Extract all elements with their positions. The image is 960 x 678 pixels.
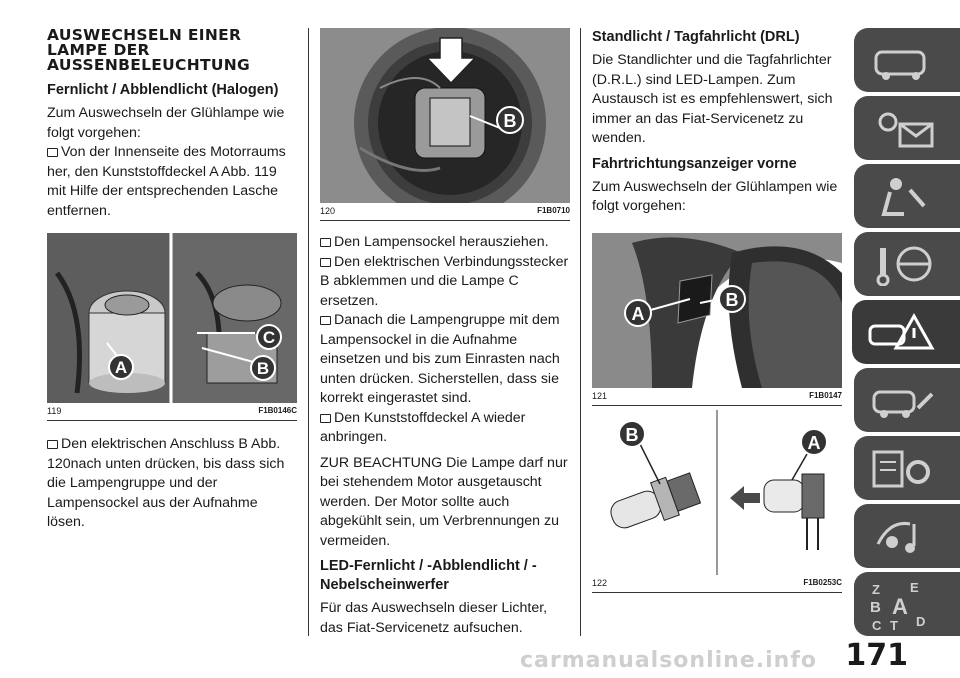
subheading-indicator: Fahrtrichtungsanzeiger vorne <box>592 155 797 172</box>
callout-label: A <box>115 358 127 377</box>
tab-emergency[interactable] <box>852 300 960 364</box>
column-middle: B 120 F1B0710 Den Lampensockel herauszie… <box>320 28 570 644</box>
step-refit-cover: Den Kunststoffdeckel A wieder anbringen. <box>320 409 570 448</box>
figure-120: B 120 F1B0710 <box>320 28 570 221</box>
figure-119: A C B 119 F1B0146C <box>47 233 297 421</box>
wheel-arch-illustration: A B <box>592 232 842 388</box>
figure-number: 119 <box>47 406 62 416</box>
callout-label: A <box>808 433 821 453</box>
callout-label: C <box>263 328 275 347</box>
note-paragraph: ZUR BEACHTUNG Die Lampe darf nur bei ste… <box>320 454 568 549</box>
subheading-halogen: Fernlicht / Abblendlicht (Halogen) <box>47 82 279 98</box>
index-letter: B <box>870 599 881 616</box>
figure-number: 120 <box>320 206 336 216</box>
tab-index[interactable]: Z E B A C T D <box>854 572 960 636</box>
column-divider <box>308 28 309 636</box>
figure-number: 121 <box>592 390 608 401</box>
key-steering-icon <box>876 246 932 286</box>
step-press-connector: Den elektrischen Anschluss B Abb. 120nac… <box>47 435 297 533</box>
step-text: Den Lampensockel herausziehen. <box>334 234 549 250</box>
section-heading: AUSWECHSELN EINER LAMPE DER AUSSENBELEUC… <box>47 26 251 74</box>
specs-gear-icon <box>872 450 930 488</box>
seat-airbag-icon <box>881 178 926 216</box>
drl-paragraph: Die Standlichter und die Tagfahrlichter … <box>592 52 833 146</box>
figure-caption: 119 F1B0146C <box>47 406 297 421</box>
figure-121: A B 121 F1B0147 <box>592 232 842 406</box>
callout-label: B <box>626 425 639 445</box>
subheading-drl: Standlicht / Tagfahrlicht (DRL) <box>592 29 800 45</box>
figure-code: F1B0147 <box>809 390 842 400</box>
index-letter: D <box>916 614 925 629</box>
index-letters-icon: Z E B A C T D <box>870 582 925 632</box>
tab-maintenance[interactable] <box>854 368 960 432</box>
callout-label: B <box>257 359 269 378</box>
warning-lights-icon <box>878 112 934 148</box>
step-text: Den elektrischen Verbindungsstecker B ab… <box>320 253 569 309</box>
tab-warning-lights[interactable] <box>854 96 960 160</box>
figure-caption: 120 F1B0710 <box>320 206 570 221</box>
headlamp-illustration: B <box>320 28 570 203</box>
led-paragraph: Für das Auswechseln dieser Lichter, das … <box>320 600 548 636</box>
step-disconnect: Den elektrischen Verbindungsstecker B ab… <box>320 253 570 312</box>
figure-caption: 121 F1B0147 <box>592 391 842 406</box>
multimedia-icon <box>876 521 916 553</box>
subheading-led: LED-Fernlicht / -Abblendlicht / -Nebelsc… <box>320 558 537 593</box>
engine-bay-illustration: A C B <box>47 233 297 403</box>
column-divider <box>580 28 581 636</box>
index-letter: C <box>872 618 882 632</box>
figure-code: F1B0146C <box>258 406 297 415</box>
step-text: Danach die Lampengruppe mit dem Lampenso… <box>320 312 560 406</box>
figure-code: F1B0710 <box>537 206 570 215</box>
callout-label: B <box>726 290 739 310</box>
figure-122: B A 122 F1B0253C <box>592 409 842 593</box>
car-maintenance-icon <box>872 390 934 418</box>
step-remove-cover: Von der Innenseite des Motorraums her, d… <box>47 143 297 221</box>
index-letter: T <box>890 618 898 632</box>
intro-paragraph: Zum Auswechseln der Glühlampe wie folgt … <box>47 105 285 141</box>
index-letter: A <box>892 594 908 619</box>
bulb-illustration: B A <box>592 409 842 575</box>
callout-label: A <box>632 304 645 324</box>
figure-code: F1B0253C <box>803 577 842 587</box>
step-text: Den elektrischen Anschluss B Abb. 120nac… <box>47 436 285 530</box>
column-right: Standlicht / Tagfahrlicht (DRL) Die Stan… <box>592 28 842 593</box>
tab-multimedia[interactable] <box>854 504 960 568</box>
figure-caption: 122 F1B0253C <box>592 578 842 593</box>
step-pull-socket: Den Lampensockel herausziehen. <box>320 233 570 253</box>
tab-safety[interactable] <box>854 164 960 228</box>
tab-dashboard[interactable] <box>854 28 960 92</box>
tab-starting[interactable] <box>854 232 960 296</box>
index-letter: Z <box>872 582 880 597</box>
car-breakdown-icon <box>868 312 935 350</box>
car-dashboard-icon <box>874 50 926 80</box>
tab-technical-data[interactable] <box>854 436 960 500</box>
figure-number: 122 <box>592 577 608 588</box>
step-reinsert: Danach die Lampengruppe mit dem Lampenso… <box>320 311 570 409</box>
watermark: carmanualsonline.info <box>520 648 817 673</box>
step-text: Den Kunststoffdeckel A wieder anbringen. <box>320 409 526 446</box>
index-letter: E <box>910 582 919 595</box>
column-left: AUSWECHSELN EINER LAMPE DER AUSSENBELEUC… <box>47 26 297 539</box>
page-number: 171 <box>845 638 908 673</box>
callout-label: B <box>504 111 517 131</box>
indicator-paragraph: Zum Auswechseln der Glühlampen wie folgt… <box>592 178 838 215</box>
step-text: Von der Innenseite des Motorraums her, d… <box>47 144 286 219</box>
